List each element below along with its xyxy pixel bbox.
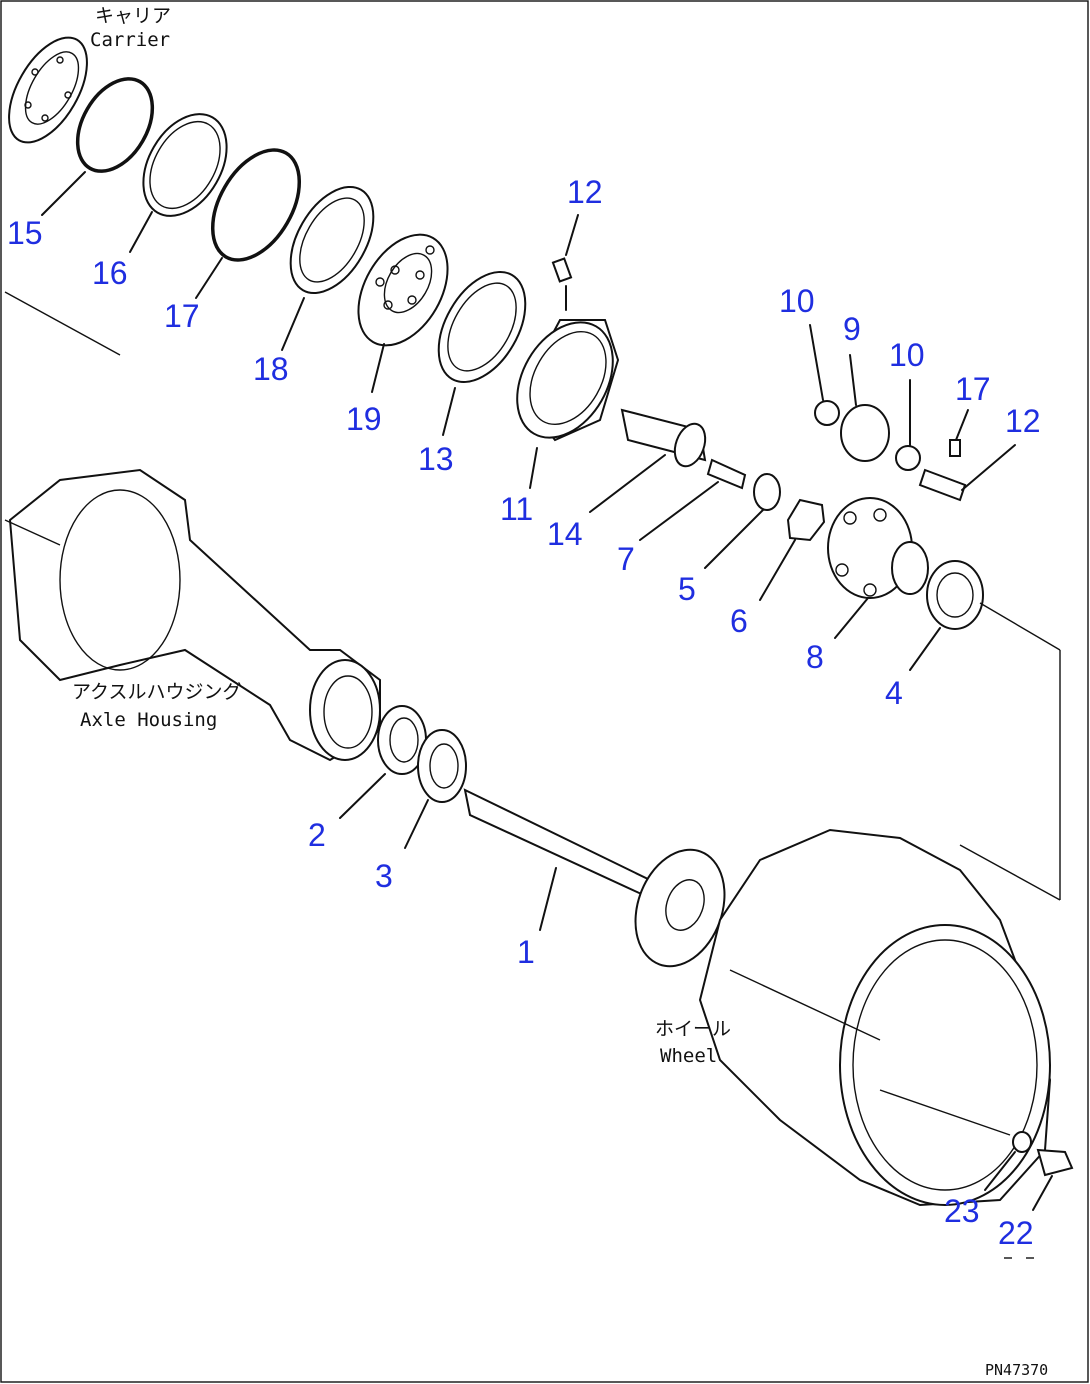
callout-14: 12: [567, 174, 603, 210]
callout-3: 3: [375, 858, 393, 894]
bolt-7: [706, 458, 747, 490]
callout-20: 18: [253, 351, 289, 387]
callout-22: 22: [998, 1215, 1034, 1251]
wheel-label-en: Wheel: [660, 1045, 717, 1067]
callout-23: 23: [944, 1193, 980, 1229]
carrier-label-en: Carrier: [90, 29, 170, 51]
pin-11: [918, 468, 967, 502]
callout-18: 16: [92, 255, 128, 291]
callout-19: 17: [164, 298, 200, 334]
plate-15: [437, 271, 527, 383]
callout-6: 6: [730, 603, 748, 639]
callout-2: 2: [308, 817, 326, 853]
callout-16: 14: [547, 516, 583, 552]
axle-housing-label-jp: アクスルハウジング: [72, 681, 241, 703]
callout-12: 17: [955, 371, 991, 407]
callouts: 15 16 17 18 19 13 11 12 14 7 5 6 8 4 10 …: [7, 174, 1041, 1251]
pin-14: [551, 257, 573, 283]
callout-9: 9: [843, 311, 861, 347]
callout-10b: 10: [889, 337, 925, 373]
o-ring-19: [210, 148, 302, 262]
axle-housing-label-en: Axle Housing: [80, 709, 217, 731]
seal-3: [417, 729, 467, 803]
bushing-10b: [895, 445, 921, 471]
wheel: [698, 828, 1052, 1207]
drawing-code: PN47370: [985, 1361, 1048, 1379]
callout-5: 5: [678, 571, 696, 607]
axle-housing: [8, 468, 381, 762]
callout-17: 15: [7, 215, 43, 251]
wheel-label-jp: ホイール: [655, 1018, 731, 1040]
bearing-4: [926, 560, 984, 630]
ring-18: [142, 113, 228, 217]
callout-8: 8: [806, 639, 824, 675]
carrier-part: [8, 36, 88, 144]
pin-12: [949, 439, 961, 457]
washer-5: [753, 473, 781, 511]
washer-23: [1012, 1131, 1032, 1153]
bolt-22: [1036, 1148, 1074, 1177]
o-ring-17: [75, 77, 155, 173]
axle-shaft-1: [463, 788, 726, 968]
callout-15: 13: [418, 441, 454, 477]
bushing-10a: [814, 400, 840, 426]
callout-7: 7: [617, 541, 635, 577]
callout-4: 4: [885, 675, 903, 711]
callout-10a: 10: [779, 283, 815, 319]
leader-lines: [41, 171, 1053, 1211]
planet-carrier-8: [827, 497, 929, 599]
disc-21: [357, 233, 449, 347]
callout-11: 12: [1005, 403, 1041, 439]
plate-20: [289, 185, 375, 295]
callout-1: 1: [517, 934, 535, 970]
callout-13: 11: [500, 491, 533, 527]
callout-21: 19: [346, 401, 382, 437]
shaft-16: [620, 408, 707, 468]
clip-6: [786, 498, 826, 542]
assembly-lines: [4, 291, 1061, 1136]
planet-gear-9: [840, 404, 890, 462]
ring-gear-13: [516, 319, 620, 442]
carrier-label-jp: キャリア: [95, 5, 171, 27]
